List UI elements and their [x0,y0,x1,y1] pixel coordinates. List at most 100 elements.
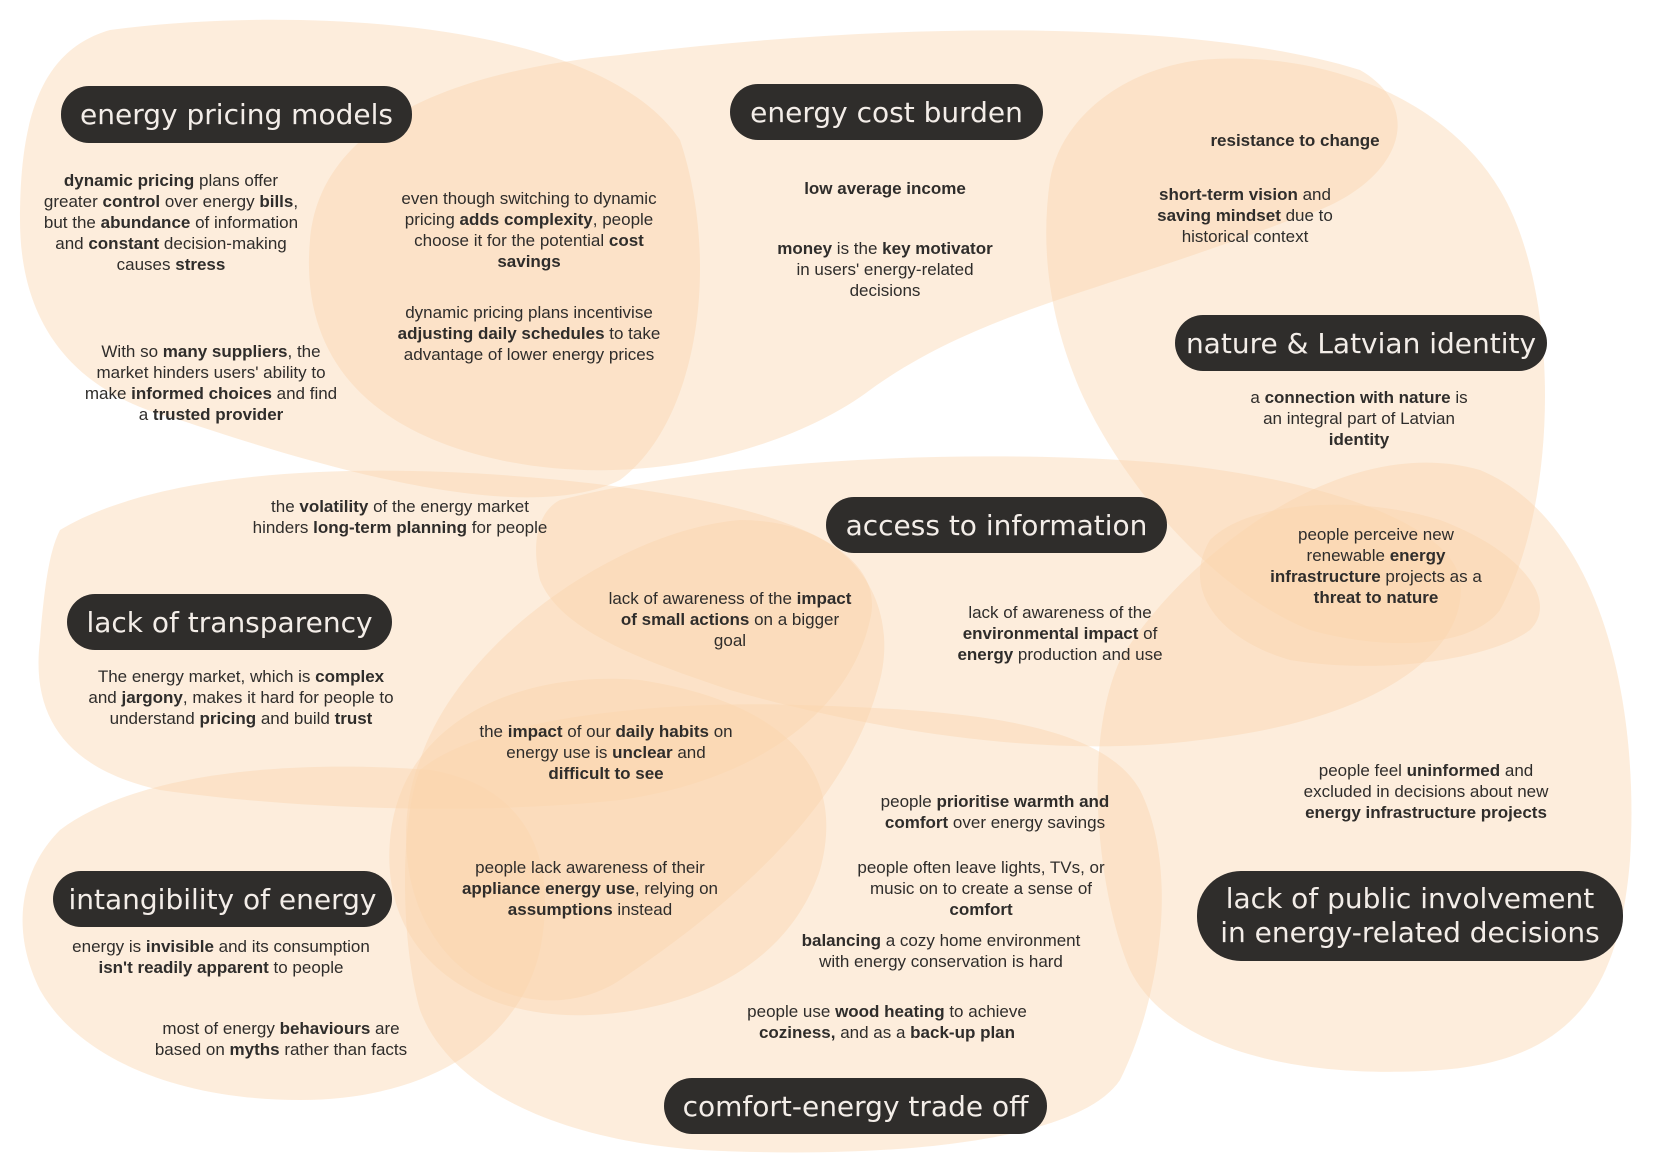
note-uninformed: people feel uninformed and excluded in d… [1290,760,1562,823]
cluster-blob-daily-habits [389,678,827,1016]
theme-public-involvement-line2: in energy-related decisions [1220,916,1600,949]
note-emphasis: stress [175,255,226,274]
note-text: people [880,792,937,811]
note-text: rather than facts [279,1040,408,1059]
note-text: and as a [835,1023,911,1042]
note-emphasis: appliance energy use [461,879,635,898]
note-emphasis: back-up plan [910,1023,1016,1042]
note-text: decision-making causes [116,234,287,274]
note-text: , the market hinders users' ability to m… [84,342,326,403]
note-emphasis: control [102,192,161,211]
theme-energy-pricing-models: energy pricing models [61,86,412,143]
note-emphasis: energy infrastructure [1270,546,1446,586]
note-emphasis: money [777,239,833,258]
note-text: to take advantage of lower energy prices [403,324,661,364]
note-emphasis: wood heating [835,1002,945,1021]
note-text: is an integral part of Latvian [1263,388,1468,428]
theme-intangibility-of-energy: intangibility of energy [53,871,392,927]
note-text: for people [467,518,548,537]
note-balancing: balancing a cozy home environment with e… [786,930,1096,972]
note-emphasis: key motivator [882,239,993,258]
note-invisible: energy is invisible and its consumption … [60,936,382,978]
cluster-blob-renewable [1199,504,1540,666]
note-text: instead [612,900,673,919]
note-environmental-impact: lack of awareness of the environmental i… [945,602,1175,665]
note-emphasis: prioritise warmth and comfort [884,792,1110,832]
note-wood-heating: people use wood heating to achieve cozin… [732,1001,1042,1043]
note-text: over energy savings [948,813,1106,832]
note-text: people often leave lights, TVs, or music… [857,858,1105,898]
note-text: people lack awareness of their [475,858,705,877]
cluster-blob-cost-burden [308,30,1398,471]
note-text: production and use [1013,645,1163,664]
note-emphasis: volatility [299,497,369,516]
note-emphasis: invisible [145,937,214,956]
note-emphasis: isn't readily apparent [98,958,269,977]
note-warmth-comfort: people prioritise warmth and comfort ove… [870,791,1120,833]
note-text: and its consumption [213,937,370,956]
note-text: due to historical context [1181,206,1333,246]
note-volatility: the volatility of the energy market hind… [250,496,550,538]
note-emphasis: resistance to change [1210,131,1380,150]
note-emphasis: low average income [804,179,966,198]
note-small-actions: lack of awareness of the impact of small… [605,588,855,651]
note-emphasis: trust [334,709,373,728]
theme-energy-cost-burden: energy cost burden [730,84,1043,140]
note-text: even though switching to dynamic pricing [401,189,657,229]
note-emphasis: environmental impact [962,624,1139,643]
note-emphasis: complex [315,667,385,686]
cluster-blob-transparency [38,470,873,809]
note-text: on a bigger goal [713,610,840,650]
note-low-income: low average income [775,178,995,199]
note-emphasis: bills [259,192,294,211]
note-emphasis: long-term planning [313,518,468,537]
note-text: and [672,743,706,762]
note-emphasis: threat to nature [1313,588,1439,607]
note-text: the [479,722,508,741]
note-emphasis: pricing [199,709,257,728]
note-switching-complexity: even though switching to dynamic pricing… [388,188,670,272]
cluster-blob-awareness [406,520,885,1001]
note-text: of [1138,624,1158,643]
note-emphasis: jargony [121,688,183,707]
note-text: The energy market, which is [97,667,316,686]
note-emphasis: adds complexity [459,210,593,229]
note-leave-lights: people often leave lights, TVs, or music… [836,857,1126,920]
note-text: and build [256,709,335,728]
note-emphasis: abundance [100,213,191,232]
note-emphasis: short-term vision [1159,185,1298,204]
note-emphasis: impact [507,722,563,741]
note-text: of the energy market hinders [252,497,529,537]
note-emphasis: behaviours [279,1019,371,1038]
note-text: people use [747,1002,836,1021]
note-text: on energy use is [506,722,733,762]
theme-lack-of-transparency: lack of transparency [67,594,392,650]
note-text: , but the [43,192,299,232]
cluster-blob-comfort [405,704,1162,1153]
note-resistance: resistance to change [1180,130,1410,151]
note-renewable-threat: people perceive new renewable energy inf… [1260,524,1492,608]
note-emphasis: cost savings [497,231,644,271]
note-text: a cozy home environment with energy cons… [819,931,1081,971]
note-emphasis: daily habits [615,722,709,741]
note-emphasis: difficult to see [548,764,664,783]
note-emphasis: energy infrastructure projects [1305,803,1547,822]
note-complex-jargony: The energy market, which is complex and … [86,666,396,729]
note-emphasis: comfort [949,900,1013,919]
note-many-suppliers: With so many suppliers, the market hinde… [80,341,342,425]
note-emphasis: balancing [801,931,881,950]
note-text: people feel [1318,761,1407,780]
note-myths: most of energy behaviours are based on m… [140,1018,422,1060]
theme-nature-latvian-identity: nature & Latvian identity [1175,315,1547,371]
note-connection-nature: a connection with nature is an integral … [1245,387,1473,450]
note-text: energy is [72,937,146,956]
note-text: and find a [138,384,338,424]
note-text: of our [562,722,616,741]
note-emphasis: identity [1328,430,1390,449]
note-text: and [1297,185,1331,204]
note-emphasis: trusted provider [152,405,284,424]
note-emphasis: unclear [612,743,673,762]
note-adjusting-schedules: dynamic pricing plans incentivise adjust… [388,302,670,365]
note-text: plans offer greater [43,171,279,211]
